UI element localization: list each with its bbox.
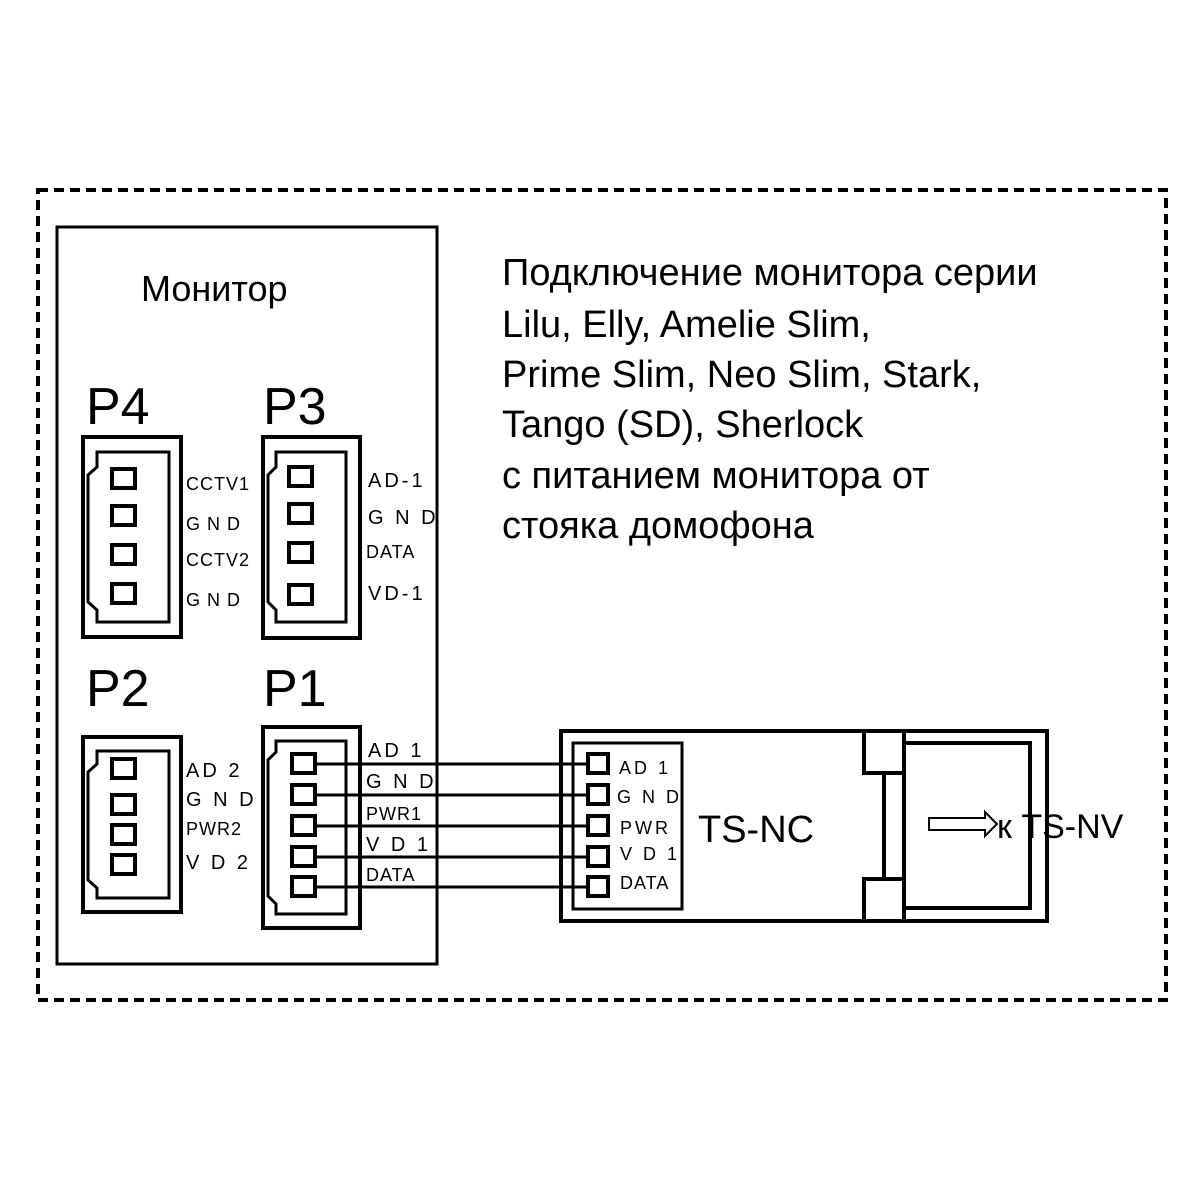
tsnc-terminal-block [571,741,684,911]
p2-pin-3 [110,823,137,846]
tsnc-pin-2 [586,783,610,806]
p4-pin-label: CCTV2 [186,550,250,570]
p3-pin-2 [287,502,314,525]
tsnc-socket-latch-bottom [862,877,906,923]
p4-pin-label: CCTV1 [186,474,250,494]
p1-pin-label: PWR1 [366,804,422,824]
connector-p2-label: P2 [86,660,150,718]
monitor-title: Монитор [141,268,288,309]
p2-pin-label: V D 2 [186,852,251,874]
arrow-icon [928,809,999,839]
connector-p2 [81,735,183,914]
description-line: стояка домофона [502,505,815,547]
tsnc-pin-3 [586,814,610,837]
tsnc-outer [559,729,1049,923]
description-line: Подключение монитора серии [502,252,1038,294]
p2-pin-1 [110,757,137,780]
p4-pin-2 [110,504,137,527]
p1-pin-label: G N D [366,771,437,793]
tsnc-title: TS-NC [698,809,814,851]
p4-pin-3 [110,543,137,566]
tsnc-module [559,729,1049,923]
p4-pin-1 [110,467,137,490]
description-line: с питанием монитора от [502,455,930,497]
p1-pin-4 [290,845,317,868]
connector-p4 [81,435,183,639]
tsnc-socket-latch-top [862,729,906,775]
p1-pin-2 [290,783,317,806]
tsnv-label: к TS-NV [997,808,1124,846]
tsnc-pin-label: AD 1 [619,758,671,778]
p3-pin-label: DATA [366,542,415,562]
p2-pin-4 [110,853,137,876]
outer-dashed-border [36,188,1168,1002]
p1-pin-label: V D 1 [366,834,431,856]
p4-pin-label: G N D [186,590,241,610]
p3-pin-1 [287,465,314,488]
description: Подключение монитора серии Lilu, Elly, A… [502,252,1038,547]
p3-pin-label: AD-1 [368,470,426,492]
p3-pin-label: G N D [368,507,439,529]
p1-pin-1 [290,752,317,775]
p1-pin-3 [290,814,317,837]
monitor-box [55,225,439,966]
p3-pin-4 [287,583,314,606]
description-line: Prime Slim, Neo Slim, Stark, [502,354,981,396]
p3-pin-3 [287,541,314,564]
tsnc-pin-label: DATA [620,873,669,893]
p2-pin-label: PWR2 [186,819,242,839]
wires [315,762,588,889]
p2-pin-2 [110,793,137,816]
tsnc-pin-label: V D 1 [620,844,680,864]
tsnc-pin-4 [586,845,610,868]
tsnc-pin-1 [586,752,610,775]
connector-p3 [261,435,362,640]
p1-pin-label: AD 1 [368,740,424,762]
p1-pin-label: DATA [366,865,415,885]
connector-p3-label: P3 [263,378,327,436]
connector-p4-label: P4 [86,378,150,436]
p1-pin-5 [290,875,317,898]
p4-pin-label: G N D [186,514,241,534]
connector-p1-label: P1 [263,660,327,718]
p2-pin-label: AD 2 [186,760,242,782]
p2-pin-label: G N D [186,789,257,811]
p3-pin-label: VD-1 [368,583,426,605]
tsnc-pin-label: PWR [620,818,671,838]
p4-pin-4 [110,582,137,605]
tsnc-pin-5 [586,875,610,898]
description-line: Lilu, Elly, Amelie Slim, [502,304,871,346]
description-line: Tango (SD), Sherlock [502,404,864,446]
tsnc-socket [902,741,1032,910]
tsnc-pin-label: G N D [617,787,682,807]
